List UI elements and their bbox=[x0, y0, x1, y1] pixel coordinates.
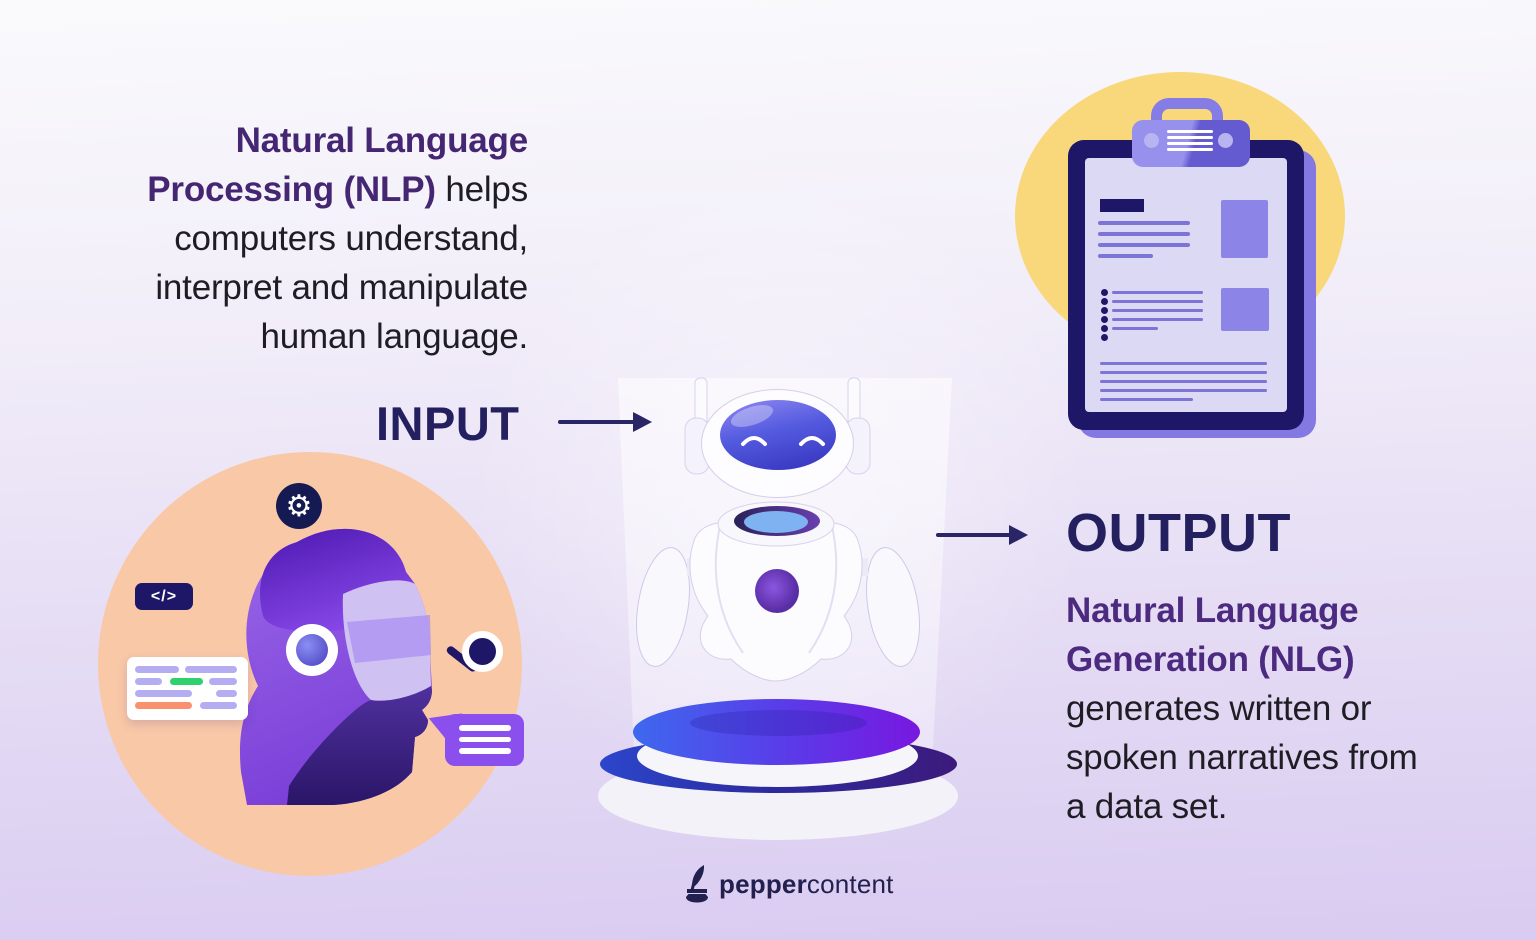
output-label: OUTPUT bbox=[1066, 503, 1291, 563]
card-bar bbox=[135, 690, 192, 697]
output-arrow bbox=[936, 525, 1028, 545]
gear-glyph: ⚙ bbox=[285, 489, 313, 523]
card-bar bbox=[209, 678, 237, 685]
arm-right bbox=[866, 547, 920, 667]
paper-image-block bbox=[1221, 200, 1268, 258]
gear-icon: ⚙ bbox=[276, 483, 322, 529]
body-seam-right bbox=[808, 521, 838, 654]
logo-text-bold: pepper bbox=[719, 869, 807, 899]
bullet-text-line bbox=[1112, 309, 1203, 312]
clip-line bbox=[1167, 142, 1213, 145]
body-seam-left bbox=[714, 521, 744, 654]
visor-gloss bbox=[730, 405, 774, 427]
podium-top-inner-ring bbox=[690, 710, 867, 736]
chest-core bbox=[755, 569, 799, 613]
speech-bubble-icon bbox=[445, 714, 524, 766]
clip-line bbox=[1167, 148, 1213, 151]
paper-text-line bbox=[1100, 380, 1267, 383]
code-glyph: </> bbox=[150, 587, 178, 605]
clip-rivet bbox=[1144, 133, 1159, 148]
bullet-text-line bbox=[1112, 291, 1203, 294]
jaw-shade bbox=[287, 686, 432, 805]
paper-text-line bbox=[1098, 232, 1190, 236]
robot-visor bbox=[720, 400, 836, 470]
paper-image-block bbox=[1221, 288, 1269, 331]
eye-right bbox=[799, 436, 825, 446]
paper-text-line bbox=[1098, 221, 1190, 225]
logo-text: peppercontent bbox=[719, 865, 894, 903]
data-card bbox=[127, 657, 248, 720]
bullet-text-line bbox=[1112, 318, 1203, 321]
paper-text-line bbox=[1100, 362, 1267, 365]
bullet-text-line bbox=[1112, 327, 1158, 330]
paper-text-line bbox=[1098, 243, 1190, 247]
input-arrow bbox=[558, 412, 652, 432]
card-bar bbox=[216, 690, 237, 697]
card-bar bbox=[135, 678, 162, 685]
bullet-dot bbox=[1101, 298, 1108, 305]
bullet-dot bbox=[1101, 316, 1108, 323]
code-icon: </> bbox=[135, 583, 193, 610]
bullet-dot bbox=[1101, 334, 1108, 341]
logo-text-regular: content bbox=[806, 869, 894, 899]
speech-line bbox=[459, 736, 511, 742]
arm-left bbox=[636, 547, 690, 667]
input-label: INPUT bbox=[376, 397, 520, 450]
paper-text-line bbox=[1100, 398, 1193, 401]
clip-line bbox=[1167, 130, 1213, 133]
paper-heading-bar bbox=[1100, 199, 1144, 212]
card-bar bbox=[185, 666, 237, 673]
podium-top-disc bbox=[633, 699, 920, 765]
speech-line bbox=[459, 748, 511, 754]
card-bar-green bbox=[170, 678, 203, 685]
eye-left bbox=[741, 436, 767, 446]
bullet-text-line bbox=[1112, 300, 1203, 303]
clip-rivet bbox=[1218, 133, 1233, 148]
bullet-dot bbox=[1101, 289, 1108, 296]
collar-blue-core bbox=[744, 511, 808, 533]
human-head-profile bbox=[239, 528, 432, 805]
clip-handle bbox=[1151, 98, 1223, 132]
card-bar bbox=[200, 702, 237, 709]
paper-text-line bbox=[1100, 389, 1267, 392]
peppercontent-logo: peppercontent bbox=[683, 864, 894, 903]
card-bar bbox=[135, 666, 179, 673]
inkpot-quill-icon bbox=[686, 865, 708, 903]
clip-line bbox=[1167, 136, 1213, 139]
card-bar-orange bbox=[135, 702, 192, 709]
magnifier-icon bbox=[462, 631, 503, 672]
robot bbox=[636, 377, 920, 682]
bullet-dot bbox=[1101, 325, 1108, 332]
headphone-speaker bbox=[296, 634, 328, 666]
visor-band bbox=[347, 615, 431, 663]
paper-text-line bbox=[1098, 254, 1153, 258]
speech-line bbox=[459, 725, 511, 731]
bullet-dot bbox=[1101, 307, 1108, 314]
paper-text-line bbox=[1100, 371, 1267, 374]
